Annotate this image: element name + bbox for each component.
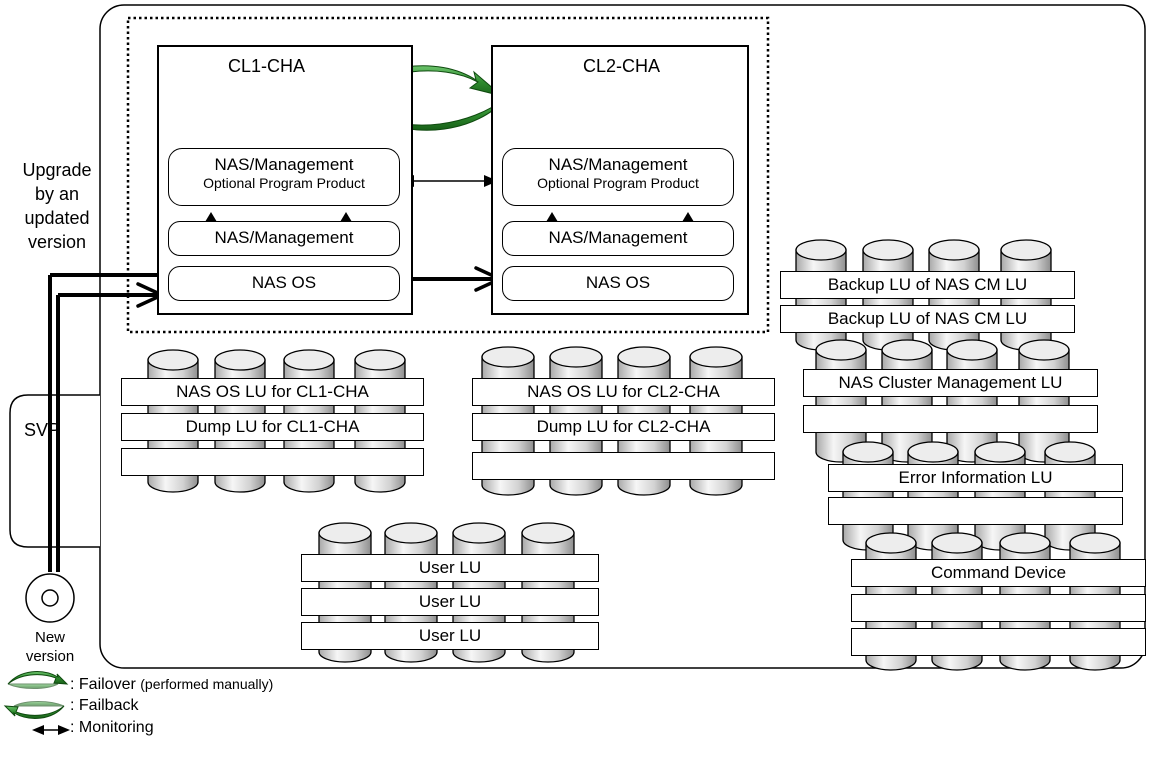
new-version-disc xyxy=(25,573,75,623)
user-lu-band-2: User LU xyxy=(301,588,599,616)
backup-lu-band-1: Backup LU of NAS CM LU xyxy=(780,271,1075,299)
upgrade-note: Upgrade by an updated version xyxy=(18,158,96,254)
cl1-nas-os-label: NAS OS xyxy=(251,273,317,292)
cl1-nas-os: NAS OS xyxy=(168,266,400,301)
cluster-mgmt-lu-band: NAS Cluster Management LU xyxy=(803,369,1098,397)
new-version-label: New version xyxy=(18,628,82,666)
upgrade-note-line1: Upgrade xyxy=(22,160,92,180)
cl1-cha-title: CL1-CHA xyxy=(228,56,306,76)
legend-failover: : Failover (performed manually) xyxy=(70,676,273,694)
cl2-os-lu-band: NAS OS LU for CL2-CHA xyxy=(472,378,775,406)
cl2-connector-1 xyxy=(546,212,558,222)
cl2-cha-title: CL2-CHA xyxy=(583,56,661,76)
new-version-line2: version xyxy=(25,648,75,665)
command-device-band: Command Device xyxy=(851,559,1146,587)
storage-frame xyxy=(99,4,1146,669)
legend-failover-note: (performed manually) xyxy=(140,676,274,692)
cl2-nas-os: NAS OS xyxy=(502,266,734,301)
upgrade-note-line2: by an xyxy=(34,184,80,204)
command-device-blank-band-2 xyxy=(851,628,1146,656)
error-info-lu-band: Error Information LU xyxy=(828,464,1123,492)
svp-box xyxy=(9,394,100,548)
user-lu-band-3: User LU xyxy=(301,622,599,650)
upgrade-note-line3: updated xyxy=(24,208,90,228)
legend-icons xyxy=(3,671,70,735)
error-info-blank-band xyxy=(828,497,1123,525)
cl2-nas-os-label: NAS OS xyxy=(585,273,651,292)
cl1-connector-2 xyxy=(340,212,352,222)
cl2-nas-management: NAS/Management xyxy=(502,221,734,256)
backup-lu-band-2: Backup LU of NAS CM LU xyxy=(780,305,1075,333)
legend-monitoring: : Monitoring xyxy=(70,719,154,736)
failover-legend-icon xyxy=(7,671,69,689)
cluster-mgmt-blank-band xyxy=(803,405,1098,433)
command-device-blank-band-1 xyxy=(851,594,1146,622)
user-lu-band-1: User LU xyxy=(301,554,599,582)
upgrade-note-line4: version xyxy=(27,232,87,252)
monitoring-arrow xyxy=(400,175,498,187)
cl1-optional-product: NAS/Management Optional Program Product xyxy=(168,148,400,206)
cluster-region xyxy=(126,16,770,334)
cl1-os-lu-band: NAS OS LU for CL1-CHA xyxy=(121,378,424,406)
cl1-blank-lu-band xyxy=(121,448,424,476)
cl1-dump-lu-band: Dump LU for CL1-CHA xyxy=(121,413,424,441)
cl1-optional-main: NAS/Management xyxy=(214,155,354,174)
cl2-optional-product: NAS/Management Optional Program Product xyxy=(502,148,734,206)
cl2-dump-lu-band: Dump LU for CL2-CHA xyxy=(472,413,775,441)
legend-failover-label: : Failover xyxy=(70,676,136,693)
failback-legend-icon xyxy=(3,701,65,719)
cl2-optional-sub: Optional Program Product xyxy=(537,175,699,191)
monitoring-legend-icon xyxy=(32,725,70,735)
cl1-nas-management: NAS/Management xyxy=(168,221,400,256)
cl2-nas-management-label: NAS/Management xyxy=(548,228,688,247)
cl1-optional-sub: Optional Program Product xyxy=(203,175,365,191)
svp-label: SVP xyxy=(24,420,61,440)
cl2-optional-main: NAS/Management xyxy=(548,155,688,174)
upgrade-path xyxy=(48,273,497,572)
legend-failback: : Failback xyxy=(70,697,139,714)
cl2-connector-2 xyxy=(682,212,694,222)
cl1-connector-1 xyxy=(205,212,217,222)
new-version-line1: New xyxy=(34,629,65,646)
cl1-nas-management-label: NAS/Management xyxy=(214,228,354,247)
cl2-blank-lu-band xyxy=(472,452,775,480)
